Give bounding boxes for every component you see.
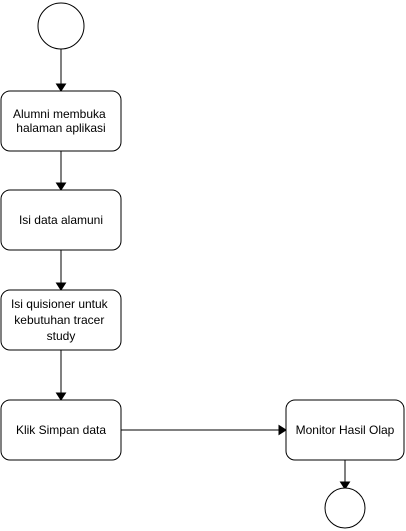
step2-box (0, 189, 122, 251)
arrowhead-start-to-step1 (55, 83, 67, 92)
activity-node-step4: Klik Simpan data (0, 399, 122, 461)
start-node (37, 2, 85, 50)
step3-label: Isi quisioner untuk kebutuhan tracer stu… (11, 297, 111, 343)
step1-label-line2: halaman aplikasi (16, 121, 105, 135)
step5-label-line1: Monitor Hasil Olap (296, 423, 395, 437)
arrowhead-step1-to-step2 (55, 182, 67, 191)
step2-label: Isi data alamuni (19, 213, 103, 227)
activity-node-step2: Isi data alamuni (0, 189, 122, 251)
step5-label: Monitor Hasil Olap (296, 423, 395, 437)
step1-box (0, 90, 122, 152)
step4-box (0, 399, 122, 461)
step1-label: Alumni membuka halaman aplikasi (13, 107, 109, 135)
arrowhead-step3-to-step4 (55, 392, 67, 401)
arrowhead-step4-to-step5 (278, 424, 287, 436)
step3-label-line3: study (47, 329, 76, 343)
arrowhead-step2-to-step3 (55, 282, 67, 291)
arrowhead-step5-to-end (339, 481, 351, 490)
activity-node-step1: Alumni membuka halaman aplikasi (0, 90, 122, 152)
step3-label-line1: Isi quisioner untuk (11, 297, 109, 311)
step4-label: Klik Simpan data (16, 423, 106, 437)
activity-node-step5: Monitor Hasil Olap (285, 399, 405, 461)
step1-label-line1: Alumni membuka (13, 107, 106, 121)
step4-label-line1: Klik Simpan data (16, 423, 106, 437)
step3-label-line2: kebutuhan tracer (14, 313, 104, 327)
step2-label-line1: Isi data alamuni (19, 213, 103, 227)
activity-node-step3: Isi quisioner untuk kebutuhan tracer stu… (0, 289, 122, 351)
step5-box (285, 399, 405, 461)
step3-box (0, 289, 122, 351)
end-node (324, 487, 366, 529)
